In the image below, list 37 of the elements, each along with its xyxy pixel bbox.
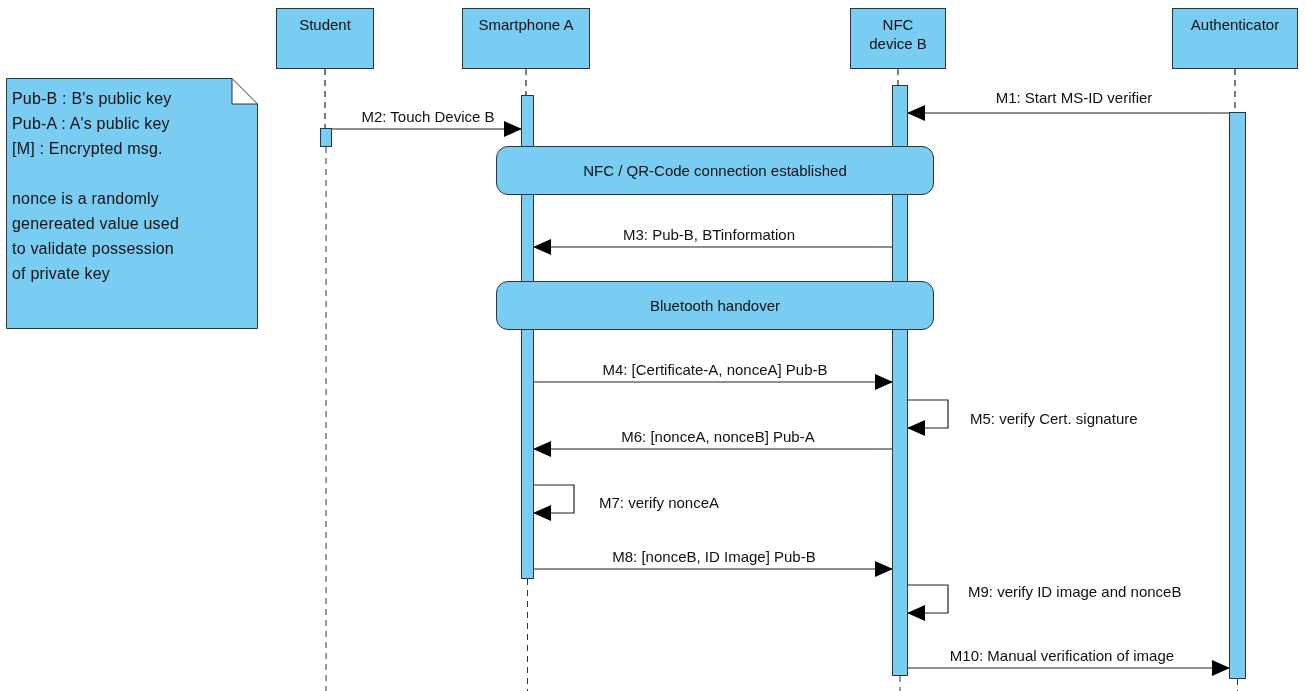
message-arrow xyxy=(907,660,1230,676)
message-arrow xyxy=(533,441,893,457)
participant-name: Authenticator xyxy=(1189,15,1281,34)
message-label: M6: [nonceA, nonceB] Pub-A xyxy=(619,428,817,446)
lifeline xyxy=(525,68,527,96)
note-text: nonce is a randomly genereated value used to validate possession of private key xyxy=(12,189,180,284)
message-label: M5: verify Cert. signature xyxy=(968,410,1140,428)
activation-bar xyxy=(1229,112,1246,679)
self-message-arrow xyxy=(533,484,575,521)
participant-box xyxy=(276,8,374,69)
participant-box xyxy=(850,8,946,69)
lifeline xyxy=(324,68,326,129)
message-arrow xyxy=(533,239,893,255)
message-label: M9: verify ID image and nonceB xyxy=(966,583,1184,601)
note-text: [M] : Encrypted msg. xyxy=(12,139,163,159)
lifeline xyxy=(897,68,899,86)
fragment-box: Bluetooth handover xyxy=(496,281,934,330)
participant-name: Student xyxy=(298,15,352,34)
message-label: M4: [Certificate-A, nonceA] Pub-B xyxy=(600,361,830,379)
message-arrow xyxy=(331,121,522,137)
message-arrow xyxy=(907,105,1230,121)
note-text: Pub-B : B's public key xyxy=(12,89,172,109)
participant-box xyxy=(1172,8,1298,69)
message-arrow xyxy=(533,561,893,577)
self-message-arrow xyxy=(907,399,949,436)
message-arrow xyxy=(533,374,893,390)
participant-box xyxy=(462,8,590,69)
message-label: M7: verify nonceA xyxy=(597,494,722,512)
message-label: M10: Manual verification of image xyxy=(947,647,1177,665)
message-label: M3: Pub-B, BTinformation xyxy=(621,226,797,244)
participant-name: Smartphone A xyxy=(477,15,575,34)
self-message-arrow xyxy=(907,584,949,621)
message-label: M8: [nonceB, ID Image] Pub-B xyxy=(610,548,818,566)
participant-name: NFC device B xyxy=(868,15,928,53)
activation-bar xyxy=(320,128,332,147)
fragment-box: NFC / QR-Code connection established xyxy=(496,146,934,195)
note-text: Pub-A : A's public key xyxy=(12,114,170,134)
